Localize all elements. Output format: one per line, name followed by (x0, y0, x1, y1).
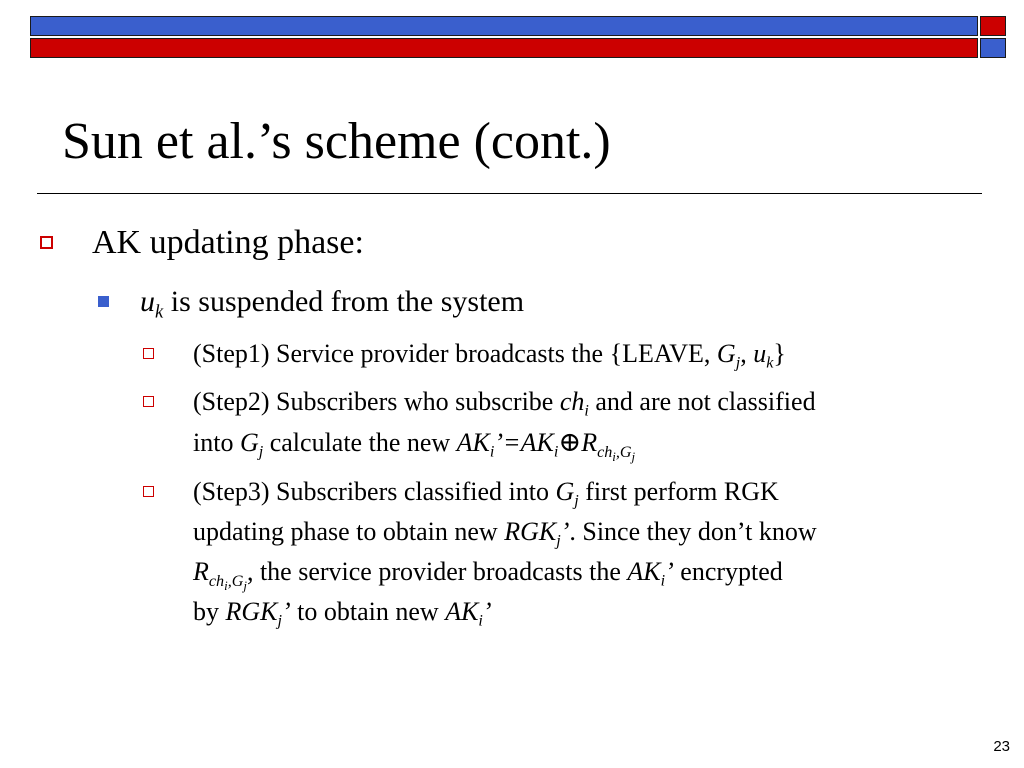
title-decoration-bars (30, 16, 1006, 58)
hollow-square-bullet-icon (143, 396, 154, 407)
slide-title: Sun et al.’s scheme (cont.) (62, 113, 611, 170)
bullet-level1: AK updating phase: (40, 223, 364, 263)
hollow-square-bullet-icon (143, 486, 154, 497)
step2-line2: into Gj calculate the new AKi’=AKi⊕Rchi,… (193, 427, 636, 464)
bullet-level2-text: uk is suspended from the system (140, 285, 525, 323)
blue-corner-square (980, 38, 1006, 58)
red-band (30, 38, 978, 58)
step1-text: (Step1) Service provider broadcasts the … (193, 339, 786, 372)
filled-square-bullet-icon (98, 296, 109, 307)
hollow-square-bullet-icon (40, 236, 53, 249)
step3-line4: by RGKj’ to obtain new AKi’ (193, 597, 492, 630)
step3-line1: (Step3) Subscribers classified into Gj f… (193, 477, 779, 510)
step3-line2: updating phase to obtain new RGKj’. Sinc… (193, 517, 817, 550)
blue-band (30, 16, 978, 36)
bullet-level2: uk is suspended from the system (98, 285, 525, 323)
title-underline (37, 193, 982, 194)
step1-item: (Step1) Service provider broadcasts the … (143, 334, 1013, 374)
hollow-square-bullet-icon (143, 348, 154, 359)
xor-symbol: ⊕ (558, 427, 582, 457)
step3-line3: Rchi,Gj, the service provider broadcasts… (193, 557, 783, 593)
step3-item: (Step3) Subscribers classified into Gj f… (143, 472, 1013, 632)
red-corner-square (980, 16, 1006, 36)
step2-line1: (Step2) Subscribers who subscribe chi an… (193, 387, 816, 420)
step2-item: (Step2) Subscribers who subscribe chi an… (143, 382, 1013, 463)
bullet-level1-text: AK updating phase: (92, 224, 364, 261)
page-number: 23 (993, 738, 1010, 755)
